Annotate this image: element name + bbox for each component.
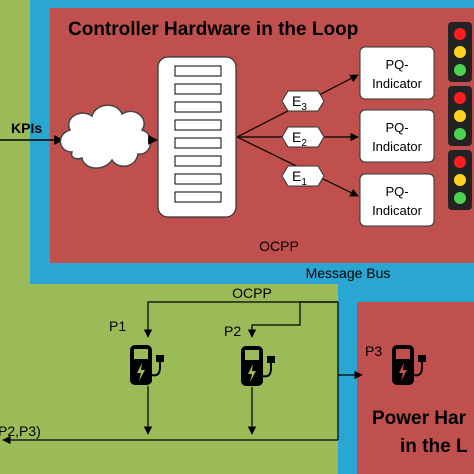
ev-charger-icon-p2 <box>241 346 275 386</box>
ev-charger-icon-p3 <box>392 345 426 385</box>
left-edge-label: P2,P3) <box>0 423 41 439</box>
phil-title-line1: Power Har <box>372 408 467 429</box>
event-e1-sub: 1 <box>301 177 307 188</box>
ocpp-route-p1 <box>143 301 338 338</box>
event-e2-base: E <box>292 129 301 145</box>
pq-indicator-bot: PQ- Indicator <box>359 173 435 227</box>
message-bus-label: Message Bus <box>306 265 391 281</box>
pq-indicator-mid-line1: PQ- <box>385 120 408 135</box>
charger-p1-label: P1 <box>109 318 126 334</box>
chil-title: Controller Hardware in the Loop <box>68 19 358 40</box>
pq-indicator-top-line1: PQ- <box>385 57 408 72</box>
pq-indicator-top: PQ- Indicator <box>359 46 435 100</box>
event-e3-base: E <box>292 93 301 109</box>
svg-text:E1: E1 <box>292 168 307 188</box>
event-tag-e2: E2 <box>281 126 325 149</box>
event-e3-sub: 3 <box>301 102 307 113</box>
phil-title-line2: in the L <box>400 436 468 457</box>
event-tag-e1: E1 <box>281 165 325 188</box>
traffic-light-icon-mid <box>448 86 472 146</box>
pq-indicator-mid: PQ- Indicator <box>359 109 435 163</box>
cloud-icon <box>59 104 152 169</box>
traffic-light-icon-bot <box>448 150 472 210</box>
ev-charger-icon-p1 <box>130 345 164 385</box>
traffic-light-icon-top <box>448 22 472 82</box>
pq-indicator-bot-line2: Indicator <box>372 203 423 218</box>
pq-indicator-mid-line2: Indicator <box>372 139 423 154</box>
event-tag-e3: E3 <box>281 90 325 113</box>
svg-text:E3: E3 <box>292 93 307 113</box>
svg-text:E2: E2 <box>292 129 307 149</box>
charger-p2-label: P2 <box>224 323 241 339</box>
event-e1-base: E <box>292 168 301 184</box>
ocpp-inner-label: OCPP <box>259 238 299 254</box>
ocpp-route-p2 <box>247 301 338 338</box>
charger-p3-label: P3 <box>365 343 382 359</box>
phil-region <box>357 302 474 474</box>
pq-indicator-bot-line1: PQ- <box>385 184 408 199</box>
kpis-label: KPIs <box>11 120 42 136</box>
server-queue <box>157 56 237 218</box>
ocpp-lower-label: OCPP <box>232 285 272 301</box>
pq-indicator-top-line2: Indicator <box>372 76 423 91</box>
event-e2-sub: 2 <box>301 138 307 149</box>
